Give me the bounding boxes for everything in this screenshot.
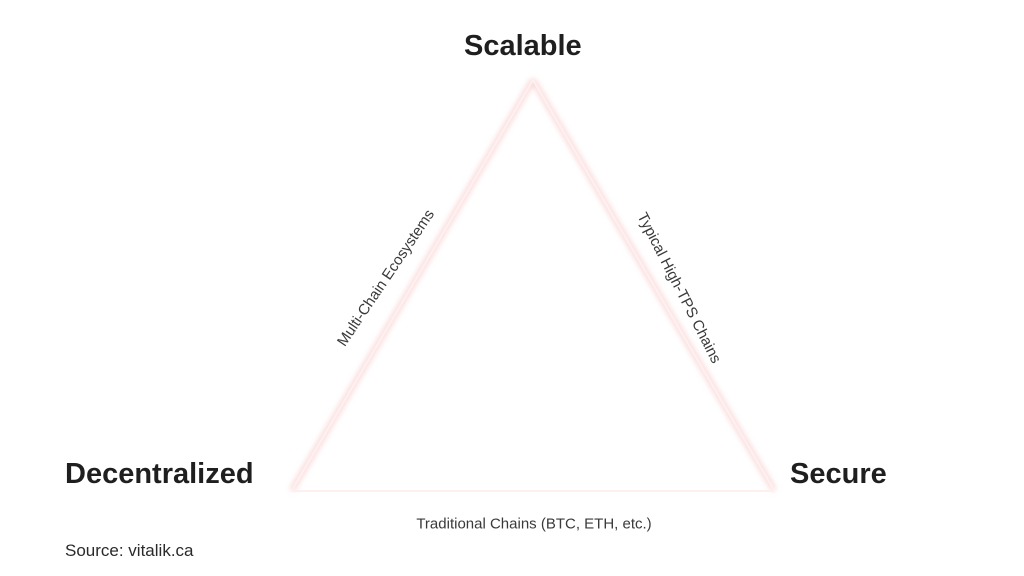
triangle-edges — [291, 79, 775, 492]
vertex-label-decentralized: Decentralized — [65, 458, 254, 490]
source-caption: Source: vitalik.ca — [65, 541, 194, 560]
edge-right-line — [532, 79, 775, 491]
triangle-glow — [289, 78, 777, 492]
vertex-label-scalable: Scalable — [464, 30, 582, 62]
edge-label-traditional: Traditional Chains (BTC, ETH, etc.) — [416, 515, 652, 533]
edge-left-line — [291, 79, 534, 491]
vertex-label-secure: Secure — [790, 458, 887, 490]
